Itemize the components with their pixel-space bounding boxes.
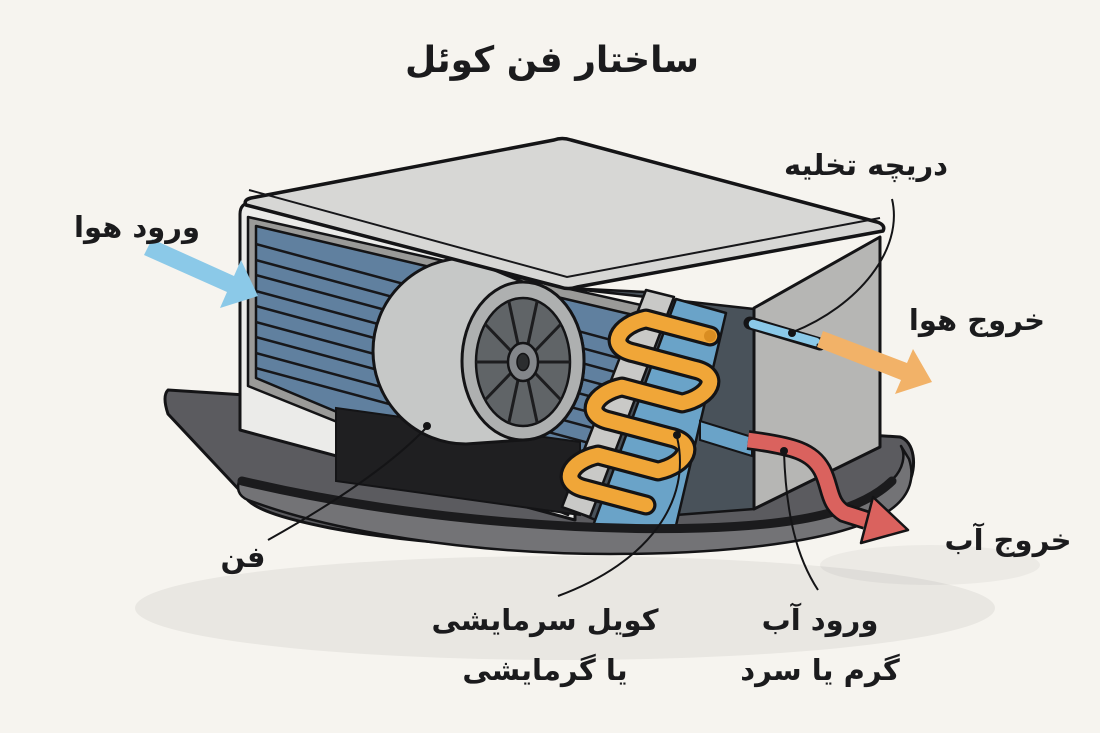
fan-blades	[475, 300, 571, 424]
label-air-out: خروج هوا	[909, 303, 1045, 337]
lid-seam	[248, 189, 881, 279]
leader-line-coil	[557, 436, 681, 597]
label-coil-line2: یا گرمایشی	[462, 653, 627, 687]
heating-cooling-coil	[559, 308, 721, 516]
label-water-in-line2: گرم یا سرد	[740, 653, 900, 687]
label-air-in: ورود هوا	[74, 210, 200, 244]
leader-dot-fan	[423, 422, 431, 430]
label-water-in-line1: ورود آب	[762, 602, 879, 637]
leader-line-fan	[267, 427, 427, 541]
leader-dot-coil	[673, 431, 681, 439]
fan-hub-hole	[516, 352, 530, 372]
label-water-out: خروج آب	[944, 522, 1071, 557]
air-outlet-arrow-icon	[817, 331, 932, 394]
leader-lines	[267, 198, 895, 597]
label-coil-line1: کویل سرمایشی	[431, 603, 658, 637]
leader-dot-drain-vent	[788, 329, 796, 337]
casing-lid	[243, 136, 886, 291]
pipe-connector-strip	[699, 419, 753, 458]
leader-dots	[423, 329, 796, 455]
air-inlet-arrow-icon	[144, 239, 258, 308]
ground-shadow	[135, 556, 995, 660]
leader-dot-water-in	[780, 447, 788, 455]
leader-line-water-in	[783, 451, 819, 591]
label-drain-vent: دریچه تخلیه	[784, 148, 948, 183]
leader-line-drain-vent	[792, 198, 895, 333]
label-fan: فن	[220, 540, 265, 574]
ground-shadow-right	[820, 545, 1040, 585]
water-outlet-arrow-icon	[746, 430, 910, 545]
page-title: ساختار فن کوئل	[405, 40, 699, 81]
